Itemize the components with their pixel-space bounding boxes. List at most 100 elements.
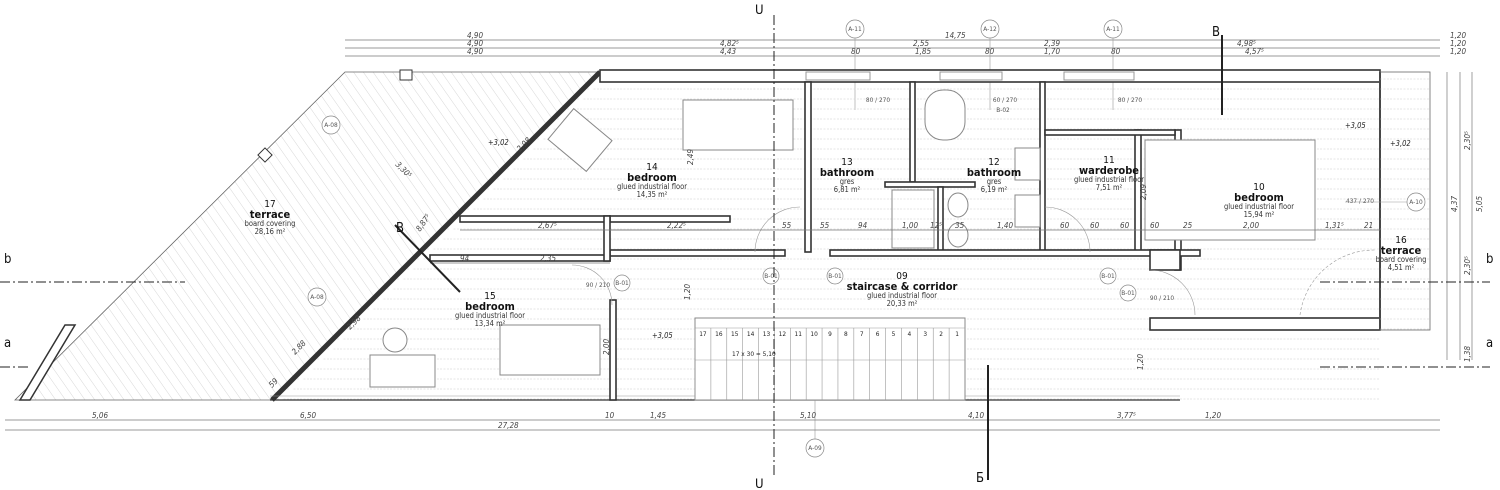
room-15: 15 bedroom glued industrial floor 13,34 … [455, 291, 525, 328]
dim: 25 [1183, 221, 1193, 230]
bottom-dimensions: 5,06 6,50 10 1,45 5,10 4,10 3,77⁵ 1,20 2… [5, 411, 1440, 431]
room-area: 6,81 m² [834, 185, 861, 194]
dim: 4,90 [467, 39, 483, 48]
dim: 4,90 [467, 47, 483, 56]
dim: 2,09 [1139, 184, 1148, 200]
room-number: 10 [1253, 182, 1265, 193]
room-10: 10 bedroom glued industrial floor 15,94 … [1224, 182, 1294, 219]
dim: 4,43 [720, 47, 736, 56]
room-number: 13 [841, 157, 852, 168]
window-tag: A-10 [1409, 198, 1423, 206]
room-floor: glued industrial floor [867, 291, 937, 300]
dim: 2,30⁵ [1463, 131, 1472, 150]
room-17: 17 terrace board covering 28,16 m² [245, 199, 296, 236]
room-number: 15 [484, 291, 495, 302]
level-mark: +3,05 [1345, 121, 1366, 130]
window-tag: A-12 [983, 25, 997, 33]
dim: 4,10 [968, 411, 984, 420]
room-area: 14,35 m² [637, 190, 668, 199]
stair-step-number: 3 [923, 330, 927, 338]
dim: 1,31⁵ [1325, 221, 1344, 230]
room-number: 12 [988, 157, 999, 168]
window-size: 437 / 270 [1346, 197, 1374, 205]
room-floor: glued industrial floor [617, 182, 687, 191]
dim: 27,28 [498, 421, 519, 430]
dim: 2,00 [1243, 221, 1259, 230]
room-name: terrace [1381, 244, 1422, 257]
dim: 2,22⁵ [667, 221, 686, 230]
room-area: 7,51 m² [1096, 183, 1123, 192]
room-14: 14 bedroom glued industrial floor 14,35 … [617, 162, 687, 199]
room-name: bathroom [967, 166, 1021, 179]
room-name: terrace [250, 208, 291, 221]
diagonal-wall [270, 70, 602, 402]
stair-step-number: 10 [810, 330, 818, 338]
stair-step-number: 14 [747, 330, 755, 338]
door-swings [571, 206, 1376, 316]
stair-step-number: 8 [844, 330, 848, 338]
door-tag: B-01 [828, 272, 842, 280]
section-label-b: b [4, 252, 11, 267]
dim: 1,20 [1205, 411, 1221, 420]
door-size: 90 / 210 [586, 281, 611, 289]
room-area: 6,19 m² [981, 185, 1008, 194]
dim: 5,06 [92, 411, 108, 420]
room-number: 14 [646, 162, 658, 173]
dim: 5,05 [1475, 196, 1484, 212]
room-16: 16 terrace board covering 4,51 m² [1376, 235, 1427, 272]
room-floor: gres [840, 177, 855, 186]
stair-step-number: 4 [908, 330, 912, 338]
section-label-a: a [1486, 336, 1493, 351]
window-tag: A-08 [310, 293, 324, 301]
right-dimensions: 2,30⁵ 4,37 5,05 2,30⁵ 1,38 [1446, 72, 1484, 362]
room-name: bedroom [627, 171, 677, 184]
dim: 60 [1150, 221, 1160, 230]
interior-walls [429, 81, 1201, 401]
dim: 4,37 [1450, 196, 1459, 212]
section-label-g: Б [976, 471, 984, 486]
furniture [369, 89, 1316, 388]
dim: 2,00 [602, 339, 611, 355]
dim: 4,57⁵ [1245, 47, 1264, 56]
section-markers: b b a a ᑌ ᑌ В Б В [0, 3, 1493, 490]
opening-labels: B-01 B-01 B-01 B-01 B-01 B-02 90 / 210 9… [307, 96, 1426, 458]
dim: 1,45 [650, 411, 666, 420]
room-labels: 17 terrace board covering 28,16 m² 14 be… [245, 155, 1427, 328]
dim: 1,20 [1450, 39, 1466, 48]
room-floor: glued industrial floor [1074, 175, 1144, 184]
dim: 5,10 [800, 411, 816, 420]
window-tags-top: A-11 A-12 A-11 [845, 19, 1123, 110]
level-marks: +3,02 +3,05 +3,05 +3,02 [488, 121, 1411, 340]
room-13: 13 bathroom gres 6,81 m² [820, 157, 874, 194]
dim: 2,35 [540, 254, 556, 263]
room-area: 20,33 m² [887, 299, 918, 308]
section-label-v: В [1212, 25, 1220, 40]
level-mark: +3,05 [652, 331, 673, 340]
stair-step-number: 6 [876, 330, 880, 338]
room-floor: gres [987, 177, 1002, 186]
dim: 2,49 [686, 149, 695, 165]
dim: 94 [858, 221, 868, 230]
dim: 21 [1364, 221, 1373, 230]
window-tag: A-09 [808, 444, 822, 452]
room-09: 09 staircase & corridor glued industrial… [847, 271, 958, 308]
dim: 1,40 [997, 221, 1013, 230]
stair-step-number: 13 [763, 330, 771, 338]
door-tag: B-01 [1121, 289, 1135, 297]
dim: 1,00 [902, 221, 918, 230]
room-number: 17 [264, 199, 275, 210]
door-tag: B-01 [615, 279, 629, 287]
stair-step-number: 12 [779, 330, 787, 338]
level-mark: +3,02 [488, 138, 509, 147]
section-label-b: b [1486, 252, 1493, 267]
dim: 3,77⁵ [1117, 411, 1136, 420]
door-size: 90 / 210 [1150, 294, 1175, 302]
stair-step-number: 1 [955, 330, 959, 338]
top-dimensions: 4,90 14,75 1,20 4,90 4,82⁵ 2,55 2,39 4,9… [345, 31, 1466, 57]
dim: 2,55 [913, 39, 929, 48]
stair-step-number: 5 [892, 330, 896, 338]
dim: 94 [460, 254, 470, 263]
dim: 1,38 [1463, 346, 1472, 362]
